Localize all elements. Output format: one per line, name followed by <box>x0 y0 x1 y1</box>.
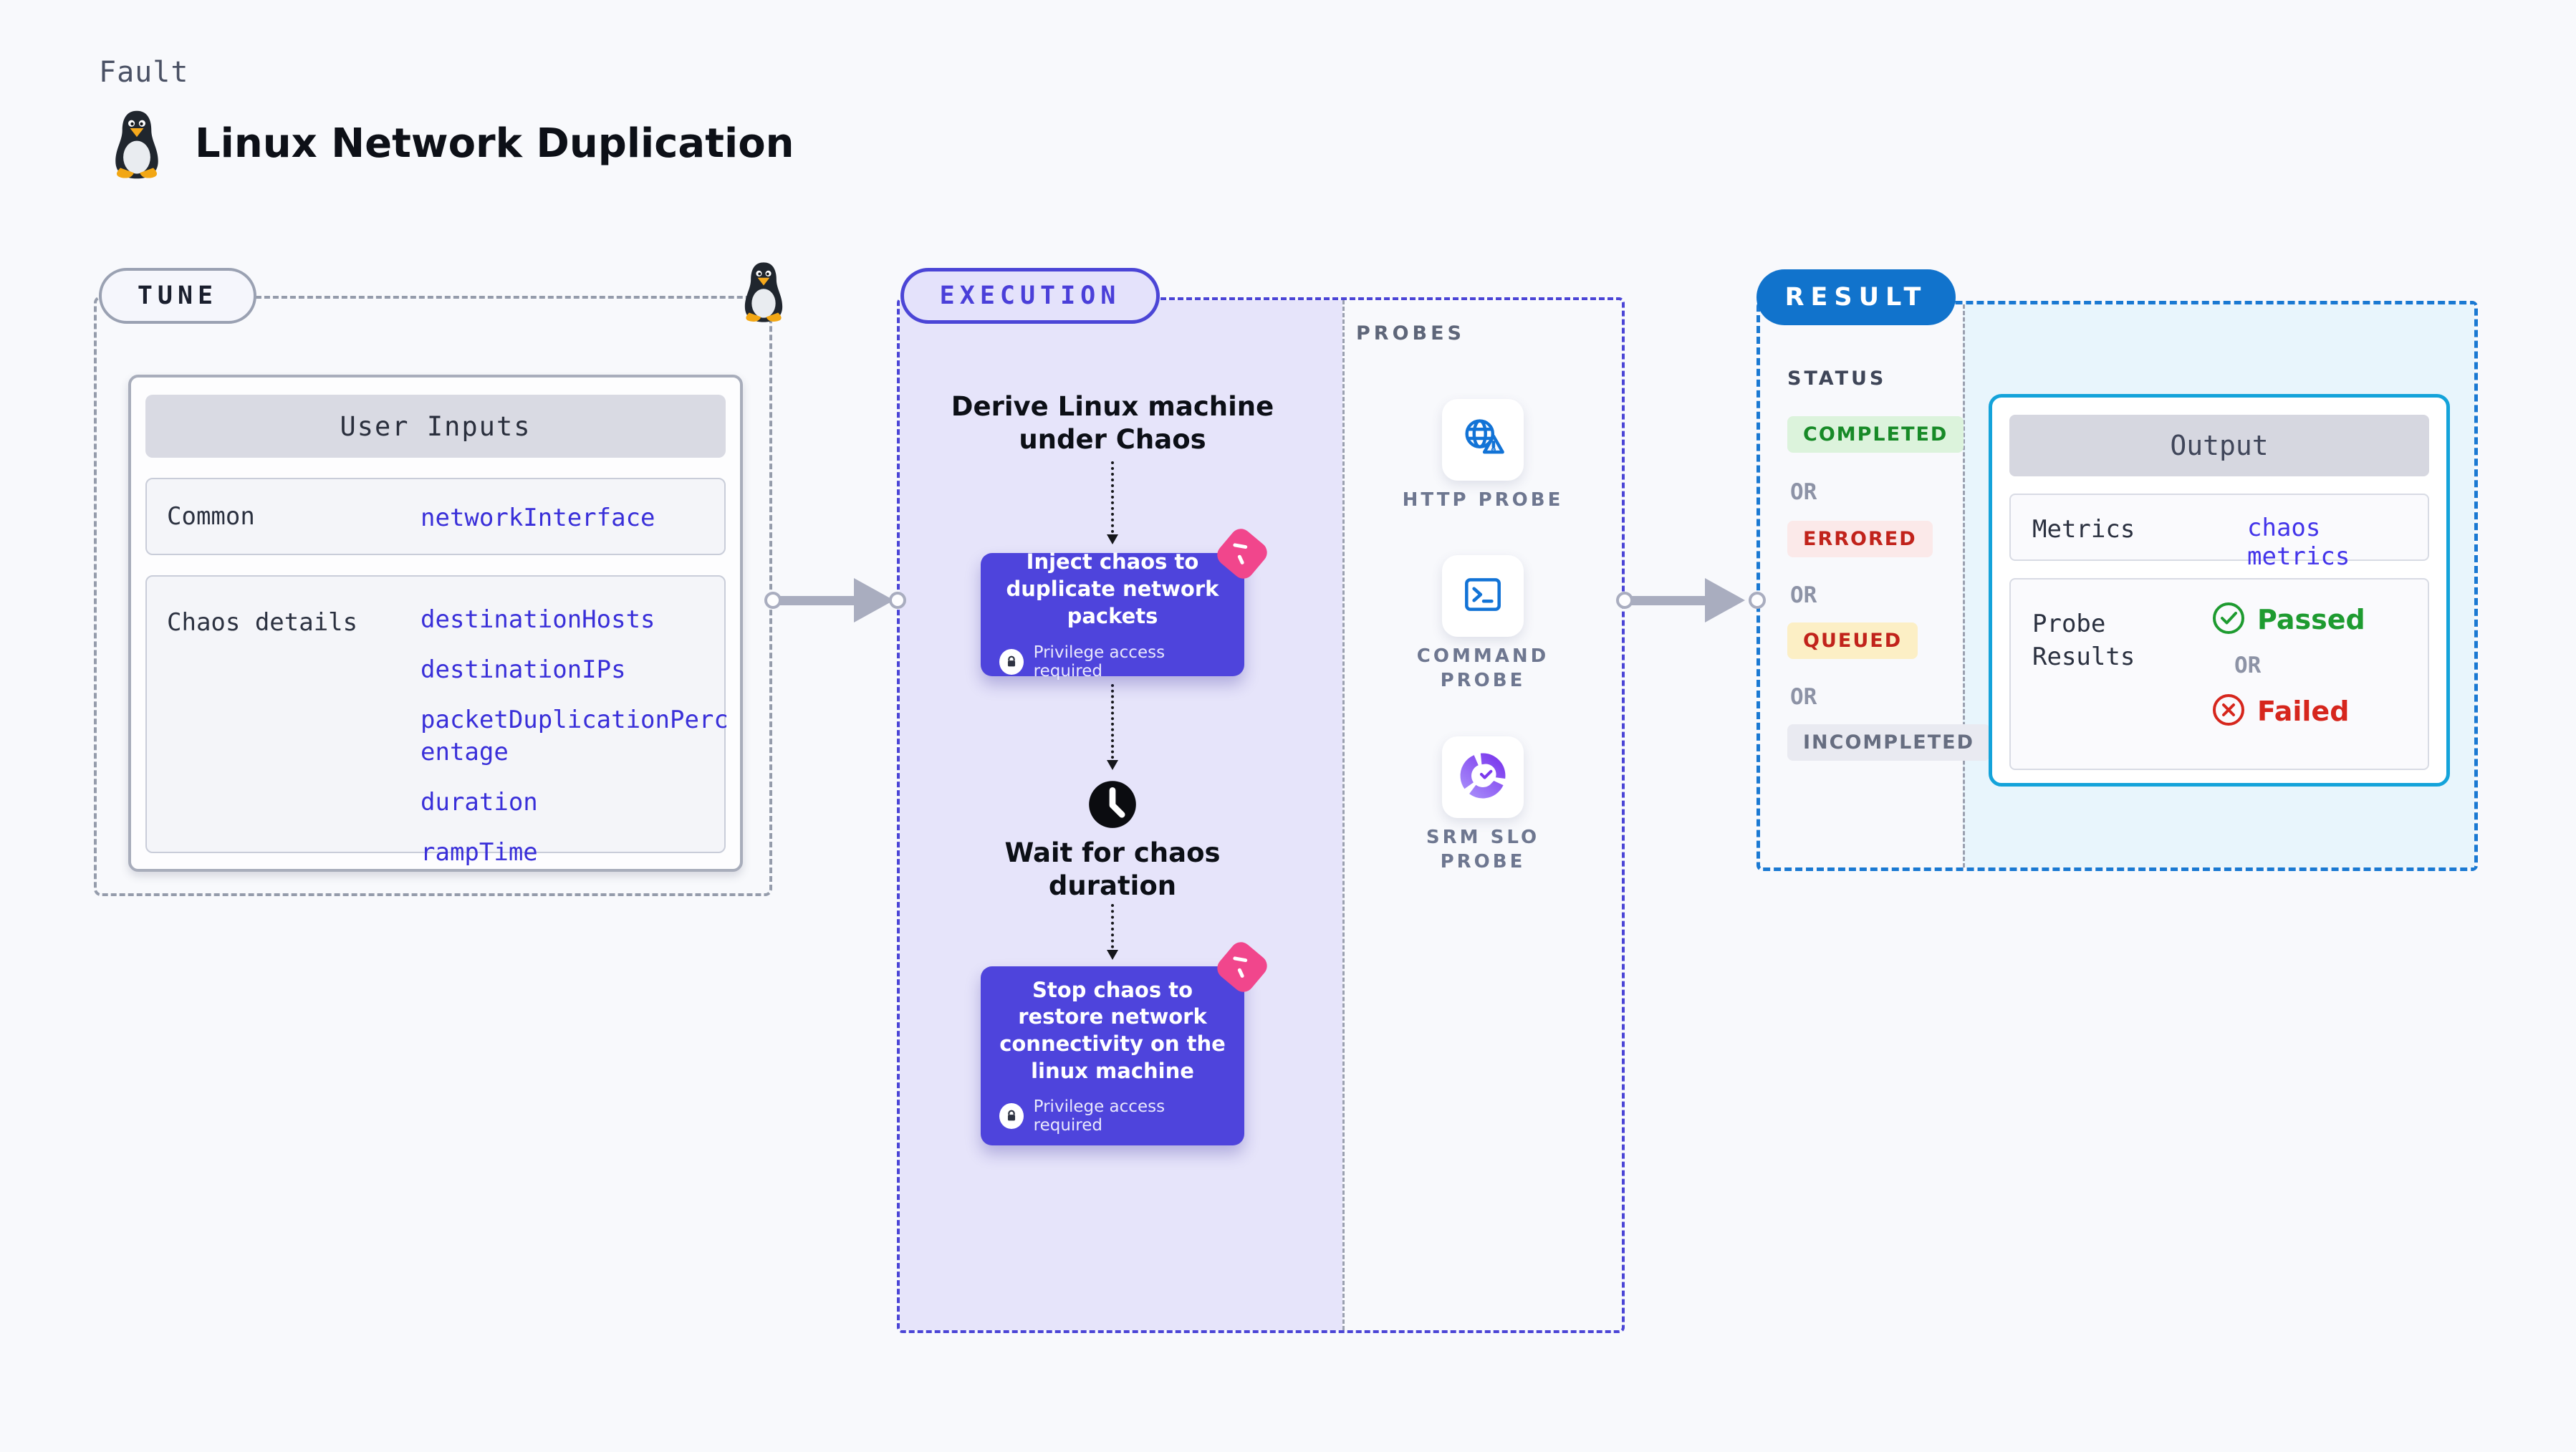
connector-line <box>772 596 857 605</box>
action-title: Inject chaos to duplicate network packet… <box>1006 549 1219 628</box>
status-badge-incompleted: INCOMPLETED <box>1787 724 1990 761</box>
result-section-badge: RESULT <box>1756 269 1956 325</box>
privilege-badge: Privilege access required <box>1033 643 1166 681</box>
command-probe-card <box>1442 555 1524 637</box>
user-inputs-title: User Inputs <box>145 395 726 458</box>
status-divider <box>1963 304 1965 867</box>
flow-arrow-down <box>1107 684 1118 770</box>
step-derive-machine: Derive Linux machine under Chaos <box>951 391 1274 456</box>
metrics-value: chaos metrics <box>2247 514 2350 571</box>
connector-end-node <box>1749 592 1766 609</box>
probes-divider <box>1342 300 1345 1330</box>
status-badge-errored: ERRORED <box>1787 521 1933 557</box>
check-circle-icon <box>2211 601 2246 638</box>
status-badge-queued: QUEUED <box>1787 622 1918 659</box>
slo-donut-check-icon <box>1459 752 1506 802</box>
tune-section-badge: TUNE <box>99 268 256 324</box>
row-label: Common <box>167 502 255 531</box>
execution-section-badge: EXECUTION <box>900 268 1160 324</box>
tux-penguin-icon <box>106 109 168 181</box>
output-card: Output Metrics chaos metrics Probe Resul… <box>1989 394 2450 787</box>
probe-results-label: Probe Results <box>2032 610 2135 671</box>
globe-alert-icon <box>1458 414 1507 466</box>
or-separator: OR <box>2234 653 2262 678</box>
command-probe-label: COMMAND PROBE <box>1416 645 1549 691</box>
input-value: destinationHosts <box>420 605 655 634</box>
step-inject-chaos: Inject chaos to duplicate network packet… <box>981 524 1272 681</box>
connector-arrowhead <box>1705 578 1745 622</box>
http-probe-card <box>1442 399 1524 481</box>
failed-label: Failed <box>2257 696 2350 727</box>
fault-eyebrow: Fault <box>99 56 189 89</box>
row-label: Chaos details <box>167 608 358 637</box>
user-input-row-common: Common networkInterface <box>145 478 726 555</box>
output-title: Output <box>2009 415 2429 476</box>
input-value: duration <box>420 787 538 817</box>
connector-start-node <box>764 592 782 609</box>
input-value: destinationIPs <box>420 655 626 685</box>
metrics-label: Metrics <box>2032 515 2135 544</box>
lock-icon <box>999 648 1024 675</box>
status-title: STATUS <box>1787 367 1887 390</box>
input-value: networkInterface <box>420 504 655 532</box>
input-value: packetDuplicationPercentage <box>420 706 729 766</box>
probes-title: PROBES <box>1356 322 1466 345</box>
or-separator: OR <box>1790 582 1817 608</box>
step-wait-duration: Wait for chaos duration <box>1004 837 1221 902</box>
terminal-icon <box>1459 571 1506 621</box>
connector-start-node <box>1616 592 1633 609</box>
flow-arrow-down <box>1107 461 1118 544</box>
privilege-badge: Privilege access required <box>1033 1097 1166 1135</box>
srm-slo-probe-card <box>1442 736 1524 818</box>
user-inputs-card: User Inputs Common networkInterface Chao… <box>128 375 743 872</box>
action-title: Stop chaos to restore network connectivi… <box>999 977 1226 1083</box>
x-circle-icon <box>2211 693 2246 730</box>
or-separator: OR <box>1790 684 1817 710</box>
srm-slo-probe-label: SRM SLO PROBE <box>1426 827 1540 872</box>
result-panel: STATUS COMPLETED OR ERRORED OR QUEUED OR… <box>1756 301 2478 871</box>
http-probe-label: HTTP PROBE <box>1402 489 1564 511</box>
metrics-row: Metrics chaos metrics <box>2009 494 2429 571</box>
lock-icon <box>999 1103 1024 1130</box>
step-stop-chaos: Stop chaos to restore network connectivi… <box>981 938 1272 1145</box>
clock-icon <box>1087 779 1138 830</box>
status-badge-completed: COMPLETED <box>1787 416 1964 453</box>
connector-arrowhead <box>854 578 894 622</box>
input-value: rampTime <box>420 837 538 867</box>
execution-panel: Derive Linux machine under Chaos Inject … <box>897 297 1625 1333</box>
tune-panel: User Inputs Common networkInterface Chao… <box>94 296 772 896</box>
probe-results-row: Probe Results Passed OR <box>2009 578 2429 770</box>
tux-penguin-icon <box>738 261 789 324</box>
user-input-row-chaos-details: Chaos details destinationHosts destinati… <box>145 575 729 867</box>
flow-arrow-down <box>1107 904 1118 960</box>
page-title: Linux Network Duplication <box>195 120 794 167</box>
connector-end-node <box>889 592 906 609</box>
passed-label: Passed <box>2257 604 2365 635</box>
connector-line <box>1624 596 1705 605</box>
or-separator: OR <box>1790 479 1817 505</box>
